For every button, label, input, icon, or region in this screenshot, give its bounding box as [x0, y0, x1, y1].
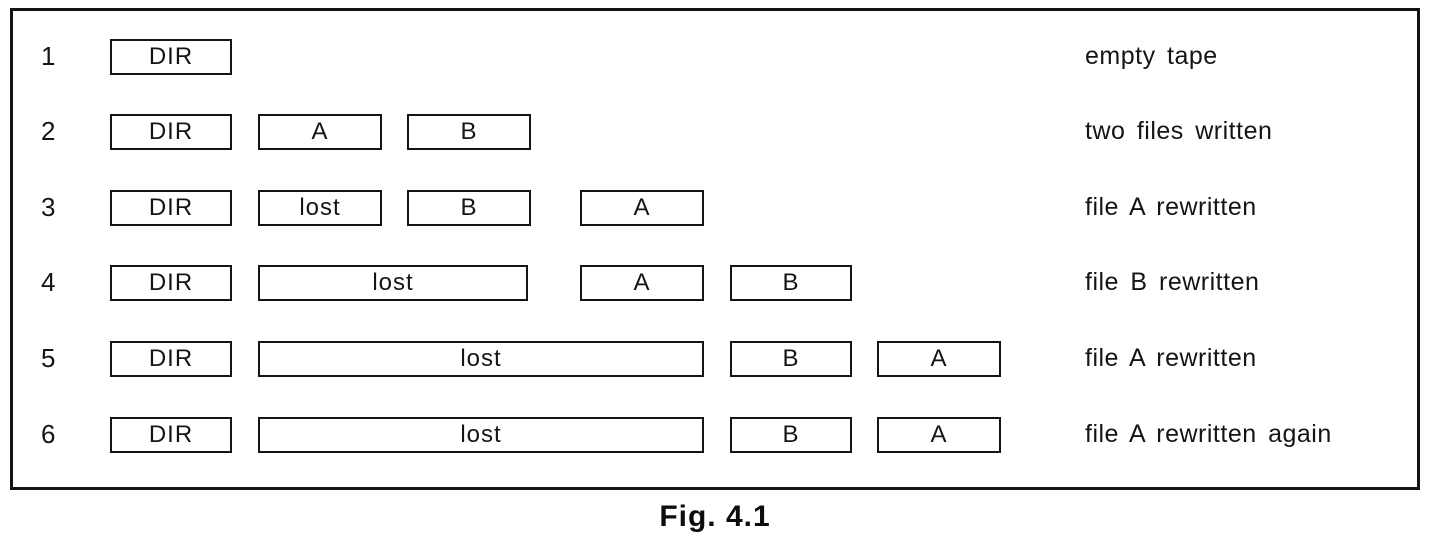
row-description: two files written: [1085, 117, 1273, 145]
tape-segment-lost: lost: [258, 341, 704, 377]
row-description: file A rewritten: [1085, 344, 1257, 372]
row-number: 2: [41, 116, 56, 146]
tape-segment-dir: DIR: [110, 114, 232, 150]
row-description: file A rewritten again: [1085, 420, 1332, 448]
row-description: file B rewritten: [1085, 268, 1260, 296]
tape-segment-a: A: [258, 114, 382, 150]
tape-segment-b: B: [407, 114, 531, 150]
figure-caption: Fig. 4.1: [659, 500, 771, 533]
tape-segment-lost: lost: [258, 265, 528, 301]
tape-segment-lost: lost: [258, 190, 382, 226]
row-number: 5: [41, 343, 56, 373]
tape-segment-b: B: [730, 341, 852, 377]
tape-segment-a: A: [580, 190, 704, 226]
diagram-frame: 1 DIR empty tape 2 DIR A B two files wri…: [10, 8, 1420, 490]
row-number: 3: [41, 192, 56, 222]
tape-segment-b: B: [730, 417, 852, 453]
tape-segment-b: B: [407, 190, 531, 226]
row-description: file A rewritten: [1085, 193, 1257, 221]
tape-segment-b: B: [730, 265, 852, 301]
tape-segment-a: A: [877, 341, 1001, 377]
tape-segment-dir: DIR: [110, 341, 232, 377]
row-number: 6: [41, 419, 56, 449]
tape-segment-dir: DIR: [110, 265, 232, 301]
tape-segment-a: A: [580, 265, 704, 301]
tape-segment-a: A: [877, 417, 1001, 453]
tape-segment-dir: DIR: [110, 190, 232, 226]
row-number: 1: [41, 41, 56, 71]
row-description: empty tape: [1085, 42, 1218, 70]
tape-segment-dir: DIR: [110, 39, 232, 75]
tape-segment-dir: DIR: [110, 417, 232, 453]
row-number: 4: [41, 267, 56, 297]
tape-segment-lost: lost: [258, 417, 704, 453]
